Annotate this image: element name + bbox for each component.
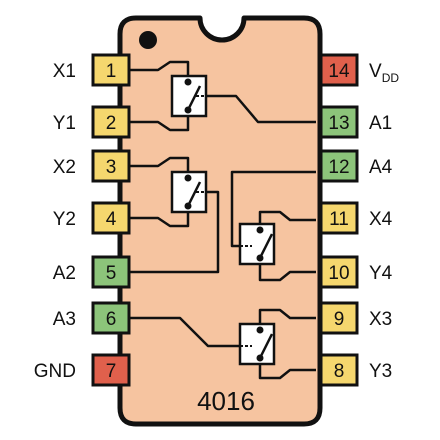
pin-13-box (319, 105, 359, 139)
pin-3-number: 3 (106, 157, 117, 178)
pin-10-number: 10 (328, 263, 349, 284)
pin-12-number: 12 (328, 157, 349, 178)
pin-13-number: 13 (328, 113, 349, 134)
pin-11-number: 11 (329, 209, 349, 230)
pin-2-number: 2 (106, 113, 117, 134)
pin-6-box (91, 301, 131, 335)
pin-12-box (319, 149, 359, 183)
pin-6: 6 A3 (53, 301, 131, 335)
pin-8: 8 Y3 (319, 353, 392, 387)
pin-5-box (91, 255, 131, 289)
pin-12-label: A4 (369, 157, 393, 178)
pin-1-label: X1 (53, 61, 76, 82)
analog-switch-2 (170, 170, 208, 214)
pin-14-box (319, 53, 359, 87)
pin-3: 3 X2 (53, 149, 131, 183)
internal-wiring (128, 60, 316, 380)
pin-5-label: A2 (53, 263, 76, 284)
pin-11-box (319, 201, 359, 235)
pin-3-box (91, 149, 131, 183)
pin-5-number: 5 (106, 263, 117, 284)
pin-1: 1 X1 (53, 53, 131, 87)
pin-9-box (319, 301, 359, 335)
pin-8-number: 8 (334, 361, 345, 382)
pin-14-number: 14 (328, 61, 350, 82)
pin-2-label: Y1 (53, 113, 76, 134)
pins: 1 X1 2 Y1 3 X2 4 Y2 5 A2 6 A3 7 GND 8 Y3 9 X3 10 Y4 11 X4 12 A4… (34, 53, 399, 387)
pin-13: 13 A1 (319, 105, 392, 139)
pin-4-label: Y2 (53, 209, 76, 230)
pin-6-label: A3 (53, 309, 76, 330)
pin-5: 5 A2 (53, 255, 131, 289)
pin1-indicator-dot (139, 31, 157, 49)
pin-13-label: A1 (369, 113, 392, 134)
pin-8-box (319, 353, 359, 387)
pin-1-box (91, 53, 131, 87)
pin-10: 10 Y4 (319, 255, 393, 289)
pin-7-box (91, 353, 131, 387)
pin-6-number: 6 (106, 309, 117, 330)
pin-14-label: VDD (369, 61, 399, 85)
pin-7-number: 7 (106, 361, 117, 382)
pin-7: 7 GND (34, 353, 131, 387)
analog-switch-3 (238, 322, 276, 366)
pin-3-label: X2 (53, 157, 76, 178)
pin-9: 9 X3 (319, 301, 392, 335)
pin-8-label: Y3 (369, 361, 392, 382)
pin-2: 2 Y1 (53, 105, 131, 139)
chip-part-number: 4016 (197, 386, 255, 416)
pin-1-number: 1 (106, 61, 117, 82)
pin-14: 14 VDD (319, 53, 399, 87)
pin-4-box (91, 201, 131, 235)
analog-switch-4 (238, 222, 276, 266)
analog-switch-1 (170, 74, 208, 118)
pin-12: 12 A4 (319, 149, 393, 183)
pin-11-label: X4 (369, 209, 393, 230)
pin-4-number: 4 (106, 209, 117, 230)
pin-9-number: 9 (334, 309, 345, 330)
pin-10-label: Y4 (369, 263, 393, 284)
pin-11: 11 X4 (319, 201, 393, 235)
pin-4: 4 Y2 (53, 201, 131, 235)
pin-7-label: GND (34, 361, 76, 382)
pin-10-box (319, 255, 359, 289)
pin-9-label: X3 (369, 309, 392, 330)
pin-2-box (91, 105, 131, 139)
